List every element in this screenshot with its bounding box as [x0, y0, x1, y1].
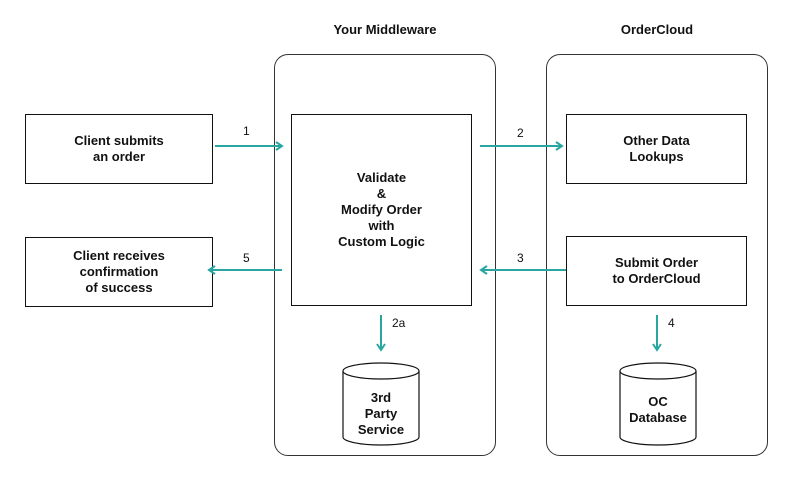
step-1-label: 1 [243, 124, 250, 138]
step-4-label: 4 [668, 316, 675, 330]
step-2a-label: 2a [392, 316, 406, 330]
client-receives-node: Client receives confirmation of success [25, 237, 213, 307]
other-lookups-label: Other Data Lookups [623, 133, 690, 164]
validate-node: Validate & Modify Order with Custom Logi… [291, 114, 472, 306]
third-party-cylinder [342, 362, 420, 446]
submit-order-node: Submit Order to OrderCloud [566, 236, 747, 306]
third-party-label: 3rd Party Service [357, 390, 405, 437]
client-receives-label: Client receives confirmation of success [73, 248, 165, 295]
ordercloud-title: OrderCloud [620, 22, 694, 37]
client-submits-label: Client submits an order [74, 133, 164, 164]
oc-database-label: OC Database [629, 394, 687, 425]
other-lookups-node: Other Data Lookups [566, 114, 747, 184]
oc-database-cylinder [619, 362, 697, 446]
submit-order-label: Submit Order to OrderCloud [612, 255, 701, 286]
client-submits-node: Client submits an order [25, 114, 213, 184]
step-5-label: 5 [243, 251, 250, 265]
step-3-label: 3 [517, 251, 524, 265]
step-2-label: 2 [517, 126, 524, 140]
validate-label: Validate & Modify Order with Custom Logi… [338, 170, 425, 249]
middleware-title: Your Middleware [333, 22, 437, 37]
